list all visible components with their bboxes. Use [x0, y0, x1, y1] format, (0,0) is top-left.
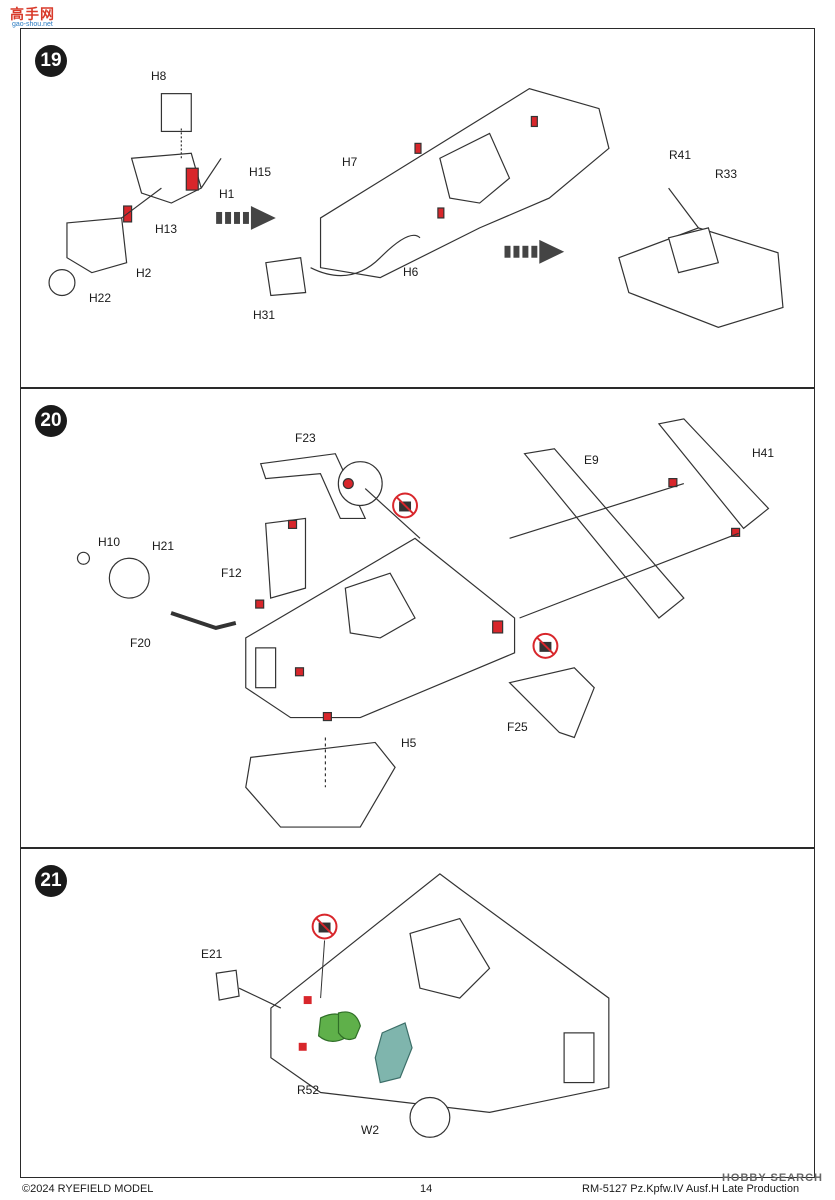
product-code: RM-5127 Pz.Kpfw.IV Ausf.H Late Productio… [582, 1183, 800, 1195]
step-19-panel: 19 [20, 28, 815, 388]
label-h31: H31 [253, 308, 276, 322]
part-e21 [215, 969, 240, 1001]
step-21-diagram [215, 873, 610, 1138]
part-f23 [259, 453, 367, 520]
label-h2: H2 [136, 266, 152, 280]
part-r52 [317, 1011, 361, 1042]
label-r41: R41 [669, 148, 692, 162]
part-h5 [245, 741, 396, 828]
assembly-arrow-icon [216, 206, 276, 230]
part-h41 [657, 418, 770, 530]
part-w2 [374, 1022, 413, 1084]
no-glue-icon [311, 913, 338, 940]
part-h8 [160, 93, 192, 133]
label-r33: R33 [715, 167, 738, 181]
watermark-url: gao-shou.net [12, 21, 53, 28]
watermark-logo: 高手网 gao-shou.net [4, 4, 74, 30]
step-20-panel: 20 [20, 388, 815, 848]
label-h15: H15 [249, 165, 272, 179]
step-number: 19 [35, 45, 67, 77]
part-f12 [265, 517, 307, 599]
step-20-diagram [76, 418, 770, 828]
step-19-diagram [48, 88, 784, 328]
page-footer: ©2024 RYEFIELD MODEL 14 RM-5127 Pz.Kpfw.… [0, 1180, 835, 1200]
label-h7: H7 [342, 155, 358, 169]
label-h13: H13 [155, 222, 178, 236]
part-f25 [508, 667, 595, 739]
label-h5: H5 [401, 736, 417, 750]
label-h1: H1 [219, 187, 235, 201]
label-w2: W2 [361, 1123, 379, 1137]
label-e9: E9 [584, 453, 599, 467]
step-21-panel: 21 E21 R52 W2 [20, 848, 815, 1178]
label-e21: E21 [201, 947, 223, 961]
label-h22: H22 [89, 291, 112, 305]
label-h6: H6 [403, 265, 419, 279]
copyright: ©2024 RYEFIELD MODEL [22, 1183, 154, 1195]
label-f12: F12 [221, 566, 242, 580]
part-h21 [108, 557, 150, 599]
no-glue-icon [392, 492, 418, 519]
hobby-search-watermark: HOBBY SEARCH [721, 1172, 823, 1184]
watermark-text: 高手网 [10, 6, 55, 22]
part-e9 [523, 448, 685, 619]
label-h10: H10 [98, 535, 121, 549]
label-r52: R52 [297, 1083, 320, 1097]
label-h8: H8 [151, 69, 167, 83]
label-h21: H21 [152, 539, 175, 553]
label-f25: F25 [507, 720, 528, 734]
page-number: 14 [420, 1183, 433, 1195]
step-number: 20 [35, 405, 67, 437]
no-glue-icon [532, 632, 559, 659]
label-f20: F20 [130, 636, 151, 650]
label-h41: H41 [752, 446, 775, 460]
label-f23: F23 [295, 431, 316, 445]
step-number: 21 [35, 865, 67, 897]
